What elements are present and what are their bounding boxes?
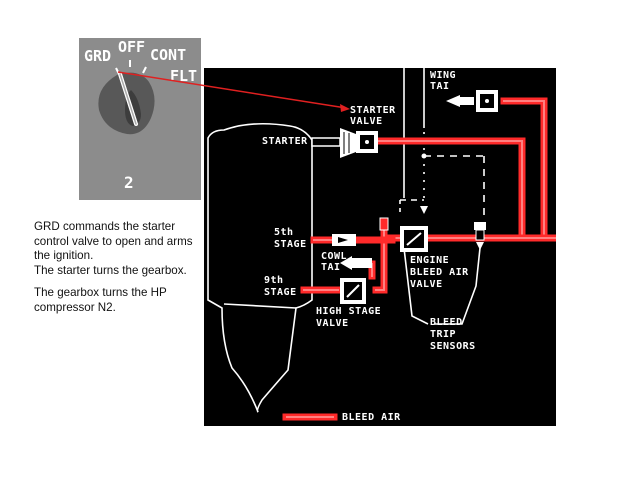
ninth-stage-label-line1: 9th: [264, 275, 284, 286]
bleed-air-schematic: WING TAI STARTER VALVE STARTER 5th STAGE…: [204, 68, 556, 426]
high-stage-valve-label-line1: HIGH STAGE: [316, 306, 382, 317]
engine-bleed-air-valve[interactable]: [400, 226, 428, 252]
position-label-flt[interactable]: FLT: [170, 67, 198, 85]
starter-valve[interactable]: [356, 131, 378, 153]
fifth-stage-label-line1: 5th: [274, 227, 294, 238]
ninth-stage-label-line2: STAGE: [264, 287, 297, 298]
high-stage-valve[interactable]: [340, 278, 366, 304]
cowl-tai-label-line1: COWL: [321, 251, 348, 262]
starter-valve-label-line1: STARTER: [350, 105, 396, 116]
high-stage-valve-label-line2: VALVE: [316, 318, 349, 329]
bleed-trip-sensors-label-line1: BLEED: [430, 317, 463, 328]
engine-nacelle-outline: [207, 122, 313, 413]
bleed-trip-sensors-label-line3: SENSORS: [430, 341, 476, 352]
fifth-stage-label-line2: STAGE: [274, 239, 307, 250]
caption-line-starter: The starter turns the gearbox.: [34, 263, 187, 277]
explanation-caption: GRD commands the starter control valve t…: [34, 220, 202, 316]
selector-knob[interactable]: [98, 72, 155, 135]
starter-turbine-icon: [311, 128, 356, 158]
engine-number: 2: [124, 173, 134, 192]
legend-bleed-air-label: BLEED AIR: [342, 412, 401, 423]
engine-bleed-air-valve-label-line1: ENGINE: [410, 255, 450, 266]
engine-bleed-air-valve-label-line2: BLEED AIR: [410, 267, 469, 278]
cowl-tai-label-line2: TAI: [321, 262, 341, 273]
position-label-cont[interactable]: CONT: [150, 46, 187, 64]
schematic-graphic: [207, 68, 556, 421]
starter-valve-label-line2: VALVE: [350, 116, 383, 127]
caption-line-gearbox: The gearbox turns the HP compressor N2.: [34, 286, 167, 314]
engine-start-selector-panel: GRD OFF CONT FLT 2: [79, 38, 201, 200]
wing-tai-label-line1: WING: [430, 70, 457, 81]
fifth-stage-check-valve: [332, 234, 356, 246]
wing-tai-label-line2: TAI: [430, 81, 450, 92]
bleed-trip-sensors-label-line2: TRIP: [430, 329, 457, 340]
caption-line-ignition: GRD commands the starter control valve t…: [34, 220, 193, 263]
position-label-off[interactable]: OFF: [118, 38, 146, 56]
engine-bleed-air-valve-label-line3: VALVE: [410, 279, 443, 290]
cowl-tai-valve: [340, 256, 372, 270]
position-label-grd[interactable]: GRD: [84, 47, 112, 65]
starter-label: STARTER: [262, 136, 308, 147]
wing-tai-valve[interactable]: [446, 90, 498, 112]
